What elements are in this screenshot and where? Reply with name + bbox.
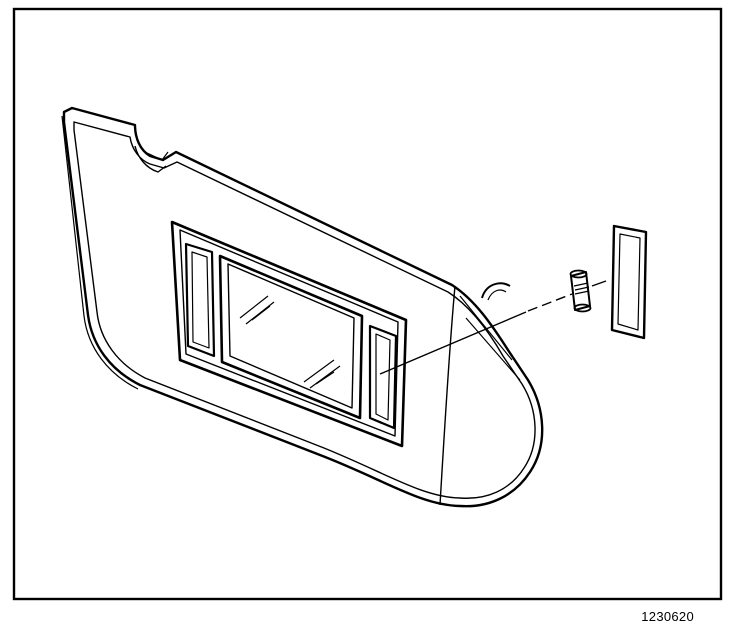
leader-line-solid [379, 311, 527, 375]
mirror-frame-inner [179, 229, 399, 437]
pivot-hole-inner [487, 289, 507, 301]
right-lamp-lens [368, 324, 398, 430]
bulb-end-cap-top [569, 269, 588, 279]
removed-lens-outline [610, 224, 648, 340]
mirror-frame [170, 220, 408, 448]
removed-lens [610, 224, 648, 340]
mirror-glass-inner [227, 263, 355, 409]
visor-notch-inner [144, 151, 169, 161]
glass-reflection-marks [239, 295, 341, 389]
sun-visor [61, 106, 544, 508]
left-lamp-lens-inner [191, 251, 210, 349]
sun-visor-lip [61, 115, 139, 390]
end-cap-seam-lower [465, 317, 521, 381]
leader-line [379, 280, 607, 375]
sun-visor-outline [62, 106, 544, 508]
left-lamp-lens [184, 242, 216, 358]
bulb-end-cap-bottom [573, 303, 592, 313]
end-cap-seam-upper [459, 295, 513, 361]
leader-line-tail [591, 280, 607, 287]
figure-id-label: 1230620 [641, 609, 694, 624]
bulb-filament [573, 282, 590, 295]
pivot-hole [481, 282, 511, 299]
vanity-mirror-assembly [170, 220, 408, 448]
leader-line-dashed [527, 293, 573, 312]
figure-frame [12, 7, 723, 601]
sun-visor-inner-edge [73, 121, 536, 499]
right-lamp-lens-inner [375, 333, 391, 421]
lamp-bulb [569, 269, 592, 313]
end-cap-seam [439, 285, 456, 506]
removed-lens-inner [617, 233, 641, 331]
mirror-glass [218, 254, 364, 420]
visor-notch [134, 145, 167, 173]
